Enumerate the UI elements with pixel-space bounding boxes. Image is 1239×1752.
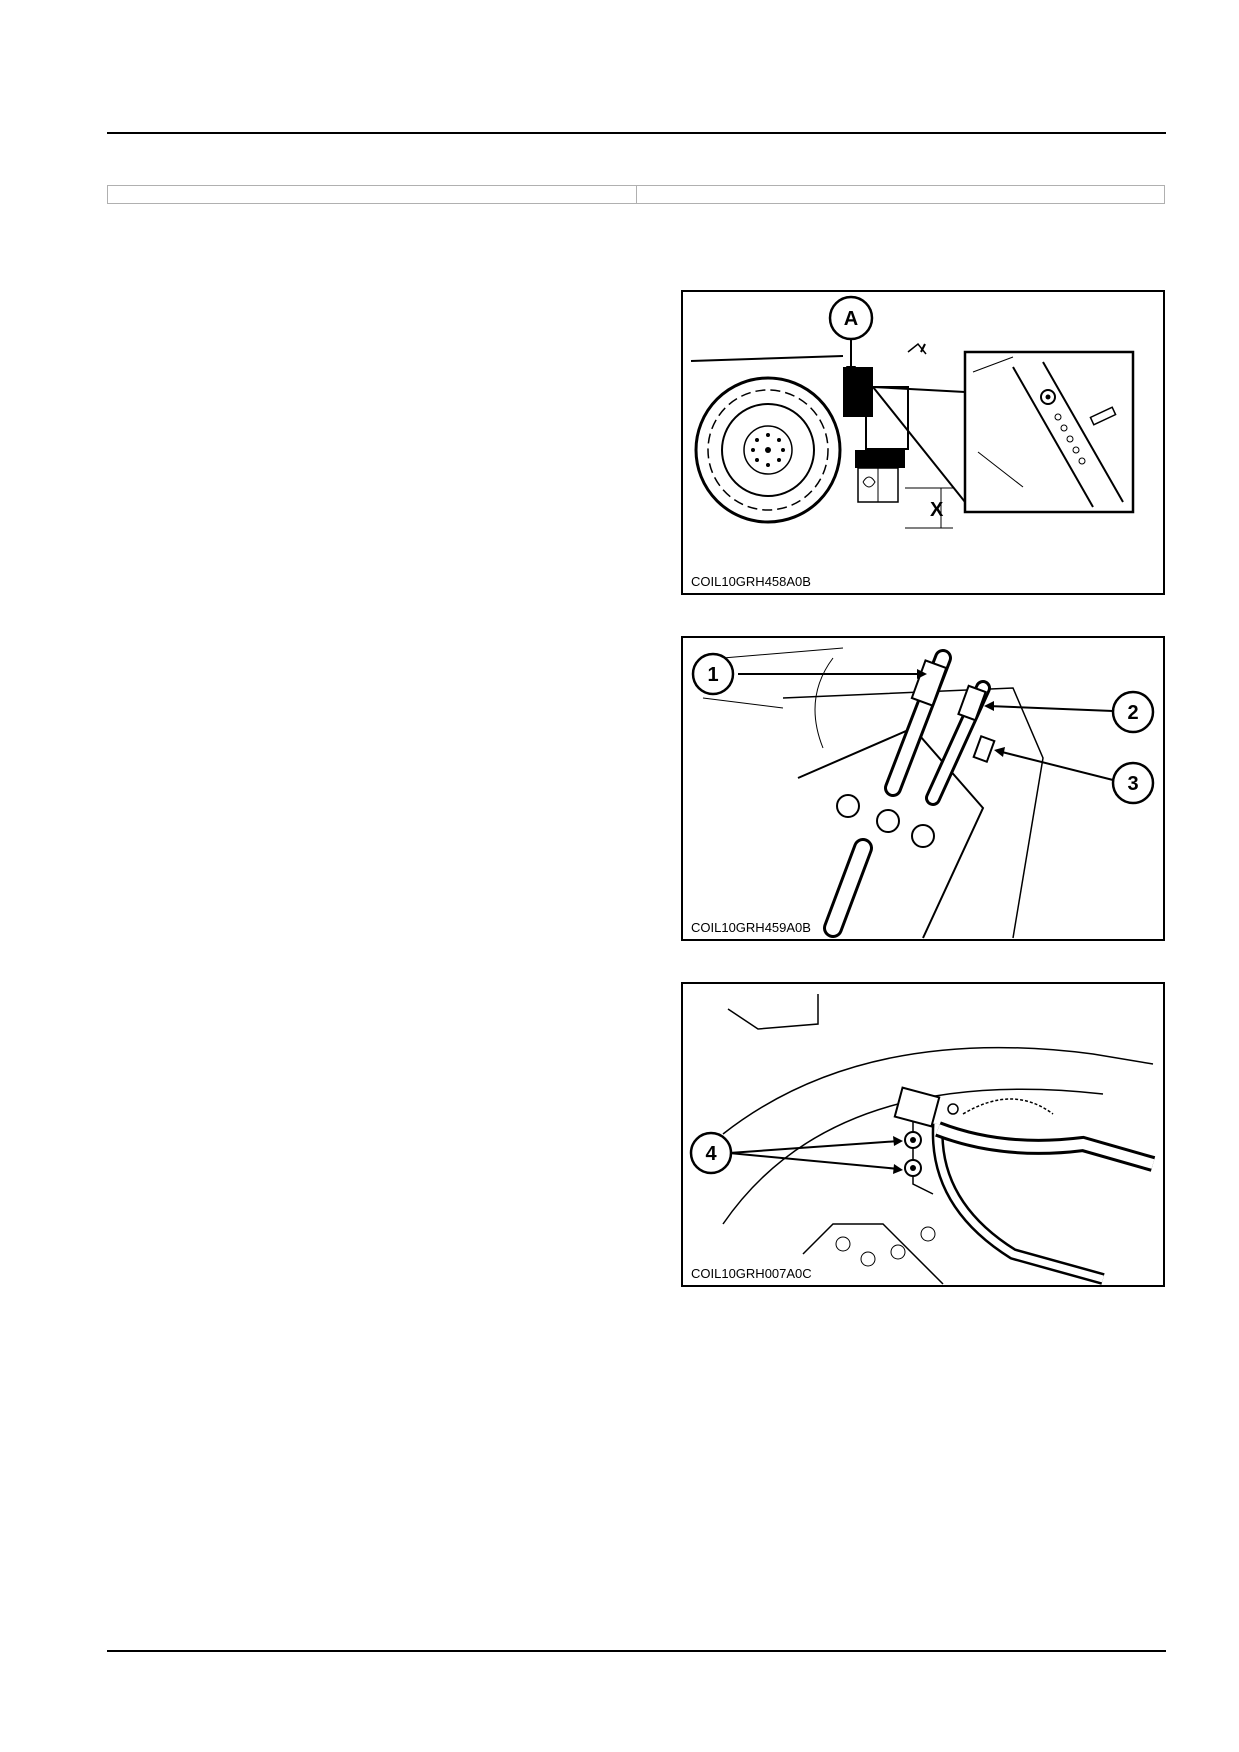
header-table: [107, 185, 1165, 204]
figure-2-caption: COIL10GRH459A0B: [689, 920, 813, 935]
figure-1-illustration: X A: [690, 295, 1135, 529]
bottom-rule: [107, 1650, 1166, 1652]
figure-3: 4 COIL10GRH007A0C: [681, 982, 1165, 1287]
callout-2: 2: [1127, 702, 1138, 724]
callout-4: 4: [705, 1143, 717, 1165]
inset-detail: [872, 350, 1135, 514]
figure-3-illustration: 4: [689, 994, 1156, 1285]
figure-1: X A COIL10GRH458A0B: [681, 290, 1165, 595]
header-cell-left: [108, 186, 636, 203]
figure-3-caption: COIL10GRH007A0C: [689, 1266, 814, 1281]
figure-2: 1 2 3 COIL10GRH459A0B: [681, 636, 1165, 941]
header-cell-right: [635, 186, 1165, 203]
dimension-label: X: [930, 499, 944, 521]
callout-1: 1: [707, 664, 718, 686]
top-rule: [107, 132, 1166, 134]
callout-3: 3: [1127, 773, 1138, 795]
tire-drawing: [694, 376, 842, 524]
callout-A: A: [844, 308, 858, 330]
figure-1-caption: COIL10GRH458A0B: [689, 574, 813, 589]
figure-2-illustration: 1 2 3: [691, 647, 1155, 939]
